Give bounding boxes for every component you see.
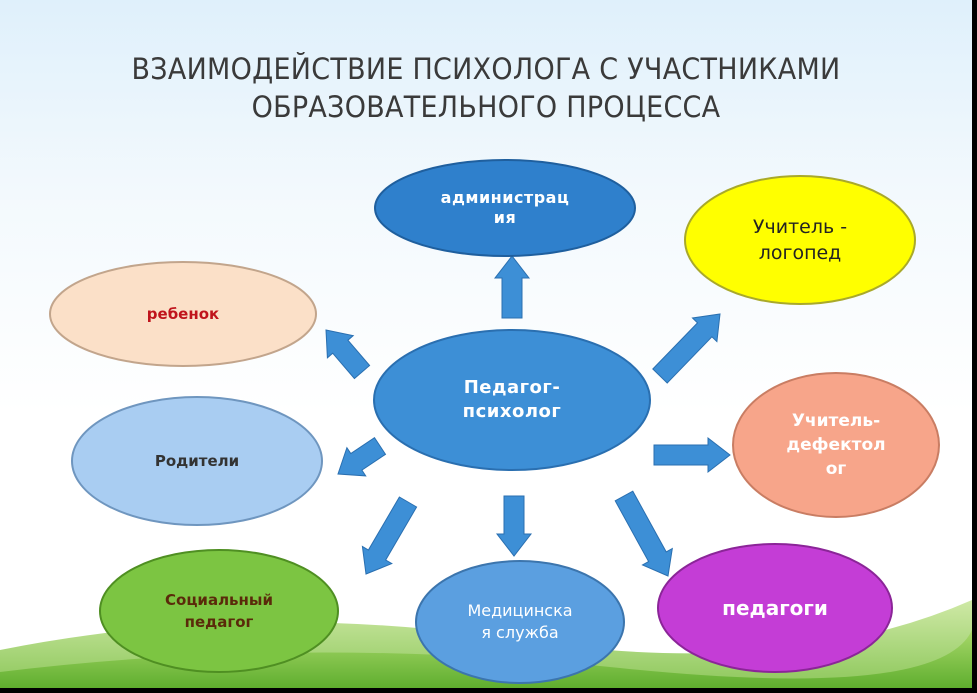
child-node: ребенок [50, 262, 316, 366]
child-ellipse [49, 261, 317, 367]
medical-service-label: Медицинска я служба [467, 601, 573, 642]
arrow-to-administration [493, 255, 531, 319]
arrow-to-defectologist [653, 436, 731, 474]
center-label: Педагог- психолог [462, 377, 562, 422]
parents-label: Родители [154, 452, 240, 470]
social-pedagogue-node: Социальный педагог [100, 550, 338, 672]
title-line-1: ВЗАИМОДЕЙСТВИЕ ПСИХОЛОГА С УЧАСТНИКАМИ [131, 52, 841, 86]
slide-title: ВЗАИМОДЕЙСТВИЕ ПСИХОЛОГА С УЧАСТНИКАМИ О… [34, 50, 938, 126]
speech-therapist-ellipse [684, 175, 916, 305]
administration-ellipse [374, 159, 636, 257]
arrow-to-parents [337, 437, 387, 477]
arrow-to-medical-service [495, 495, 533, 557]
teachers-node: педагоги [658, 544, 892, 672]
administration-label: администрац ия [440, 188, 570, 227]
defectologist-node: Учитель- дефектол ог [733, 373, 939, 517]
social-pedagogue-label: Социальный педагог [165, 591, 273, 631]
medical-service-node: Медицинска я служба [416, 561, 624, 683]
parents-node: Родители [72, 397, 322, 525]
parents-ellipse [71, 396, 323, 526]
arrow-to-social-pedagogue [361, 496, 418, 575]
child-label: ребенок [146, 305, 220, 323]
title-line-2: ОБРАЗОВАТЕЛЬНОГО ПРОЦЕССА [251, 90, 721, 124]
arrow-to-speech-therapist [652, 313, 721, 384]
speech-therapist-label: Учитель - логопед [752, 216, 848, 264]
arrow-to-teachers [614, 490, 673, 577]
teachers-ellipse [657, 543, 893, 673]
arrow-to-child [325, 329, 371, 380]
speech-therapist-node: Учитель - логопед [685, 176, 915, 304]
medical-service-ellipse [415, 560, 625, 684]
center-node: Педагог- психолог [374, 330, 650, 470]
teachers-label: педагоги [722, 596, 828, 620]
defectologist-ellipse [732, 372, 940, 518]
center-ellipse [373, 329, 651, 471]
defectologist-label: Учитель- дефектол ог [786, 411, 886, 479]
social-pedagogue-ellipse [99, 549, 339, 673]
administration-node: администрац ия [375, 160, 635, 256]
